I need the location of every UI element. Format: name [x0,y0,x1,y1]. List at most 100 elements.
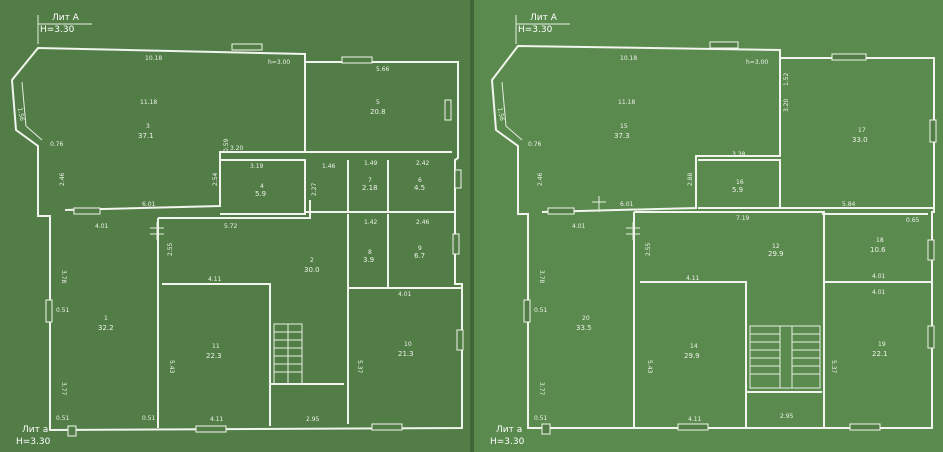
svg-text:17: 17 [858,127,866,134]
room-20: 20 33.5 [576,315,592,332]
room-5: 5 20.8 [370,99,386,116]
dim-label: 3.19 [250,163,264,170]
dim-label: 5.72 [224,223,238,230]
floor-plan-left: Лит А H=3.30 Лит а H=3.30 10.18 h=3.00 5… [10,13,464,447]
lit-a-label-top: Лит А [530,13,558,23]
svg-text:4: 4 [260,183,264,190]
dim-label: 2.54 [212,172,219,186]
room-16: 16 5.9 [732,179,744,194]
svg-text:12: 12 [772,243,780,250]
svg-text:5.9: 5.9 [732,186,743,194]
room-7: 7 2.18 [362,177,378,192]
svg-text:32.2: 32.2 [98,324,114,332]
svg-text:29.9: 29.9 [684,352,700,360]
svg-text:18: 18 [876,237,884,244]
svg-text:9: 9 [418,245,422,252]
dim-label: 1.46 [322,163,336,170]
svg-text:37.1: 37.1 [138,132,154,140]
window [677,423,709,431]
svg-text:3: 3 [146,123,150,130]
dim-label: 5.43 [646,360,653,374]
svg-text:5.9: 5.9 [255,190,266,198]
room-19: 19 22.1 [872,341,888,358]
dim-label: 4.11 [208,276,222,283]
svg-text:21.3: 21.3 [398,350,414,358]
dim-label: 1.56 [496,107,505,122]
svg-text:20: 20 [582,315,590,322]
dim-label: 1.56 [16,107,25,122]
interior-walls [541,58,934,428]
outer-wall [490,44,935,429]
window [927,325,935,349]
dim-label: 5.43 [168,360,175,374]
dim-label: 11.18 [618,99,635,106]
dim-label: 2.46 [416,219,430,226]
room-8: 8 3.9 [363,249,374,264]
dim-label: 3.20 [230,145,244,152]
dim-label: 0.51 [56,307,70,314]
window [45,299,53,323]
floor-plan-right: Лит А H=3.30 Лит а H=3.30 10.18 h=3.00 1… [490,13,937,447]
room-17: 17 33.0 [852,127,868,144]
lit-a-label-top: Лит А [52,13,80,23]
dim-label: 0.51 [534,415,548,422]
window [831,53,867,61]
dim-label: 1.49 [364,160,378,167]
window [709,41,739,49]
dim-label: 2.27 [311,182,318,196]
dim-label: 3.78 [538,270,545,284]
window [444,99,452,121]
dim-label: 2.46 [537,172,544,186]
door-mark [150,222,164,240]
svg-text:37.3: 37.3 [614,132,630,140]
dim-label: 6.01 [142,201,156,208]
dim-label: 2.95 [780,413,794,420]
dim-label: 4.11 [210,416,224,423]
room-1: 1 32.2 [98,315,114,332]
window [452,233,460,255]
door-marker [67,425,77,437]
svg-text:33.0: 33.0 [852,136,868,144]
dim-label: h=3.00 [746,59,768,66]
window [231,43,263,51]
dim-label: 6.01 [620,201,634,208]
lit-a-label-bottom: Лит а [22,425,48,435]
dim-label: 2.55 [167,242,174,256]
dim-label: 4.01 [398,291,412,298]
dim-label: 3.78 [60,270,67,284]
height-label-top: H=3.30 [40,25,75,35]
svg-text:22.1: 22.1 [872,350,888,358]
bay-window-inner [21,81,43,141]
window [523,299,531,323]
svg-text:3.9: 3.9 [363,256,374,264]
dim-label: 2.46 [59,172,66,186]
window [371,423,403,431]
dim-label: 0.76 [50,141,64,148]
room-14: 14 29.9 [684,343,700,360]
window [341,56,373,64]
svg-text:10: 10 [404,341,412,348]
dim-label: 4.11 [686,275,700,282]
interior-walls [64,62,462,428]
svg-text:2.18: 2.18 [362,184,378,192]
window [195,425,227,433]
svg-text:29.9: 29.9 [768,250,784,258]
svg-text:8: 8 [368,249,372,256]
room-12: 12 29.9 [768,243,784,258]
dim-label: 0.59 [223,138,230,152]
height-label-top: H=3.30 [518,25,553,35]
svg-text:15: 15 [620,123,628,130]
staircase [749,325,821,389]
floor-plan-sheet-right: Лит А H=3.30 Лит а H=3.30 10.18 h=3.00 1… [474,0,943,452]
window [929,119,937,143]
staircase [273,323,303,385]
svg-text:2: 2 [310,257,314,264]
window [927,239,935,261]
svg-text:16: 16 [736,179,744,186]
dim-label: 3.38 [732,151,746,158]
svg-text:22.3: 22.3 [206,352,222,360]
room-9: 9 6.7 [414,245,425,260]
svg-text:10.6: 10.6 [870,246,886,254]
dim-label: 2.42 [416,160,430,167]
svg-text:5: 5 [376,99,380,106]
